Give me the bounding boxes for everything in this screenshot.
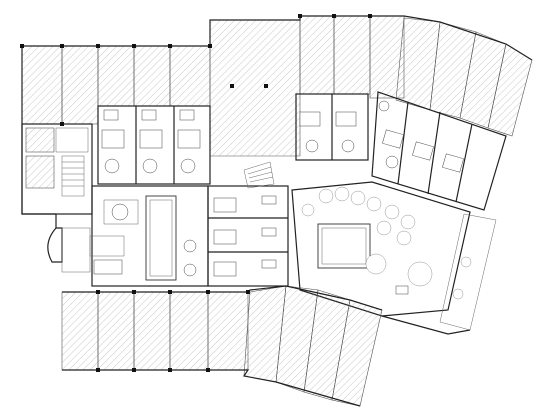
guest-rooms-north — [97, 105, 211, 185]
west-service-wing — [21, 123, 93, 215]
east-strip — [439, 213, 497, 331]
stairwell — [61, 155, 85, 197]
southeast-angled-bays — [243, 285, 383, 407]
structural-columns — [20, 14, 372, 372]
indoor-lap-pool — [145, 195, 177, 281]
south-parking-bays — [61, 291, 249, 371]
lounge-furniture — [365, 253, 433, 295]
courtyard-plantings — [301, 186, 416, 246]
northeast-angled-bays — [395, 17, 533, 137]
north-central-parking — [209, 15, 405, 157]
center-stair — [243, 161, 275, 189]
courtyard — [291, 181, 471, 317]
west-terrace — [47, 227, 91, 273]
guest-rooms-east — [371, 91, 507, 211]
guest-rooms-center — [207, 185, 289, 287]
indoor-pool-hall — [89, 185, 209, 287]
guest-rooms-north-center — [295, 93, 369, 161]
outdoor-pool — [317, 223, 371, 269]
